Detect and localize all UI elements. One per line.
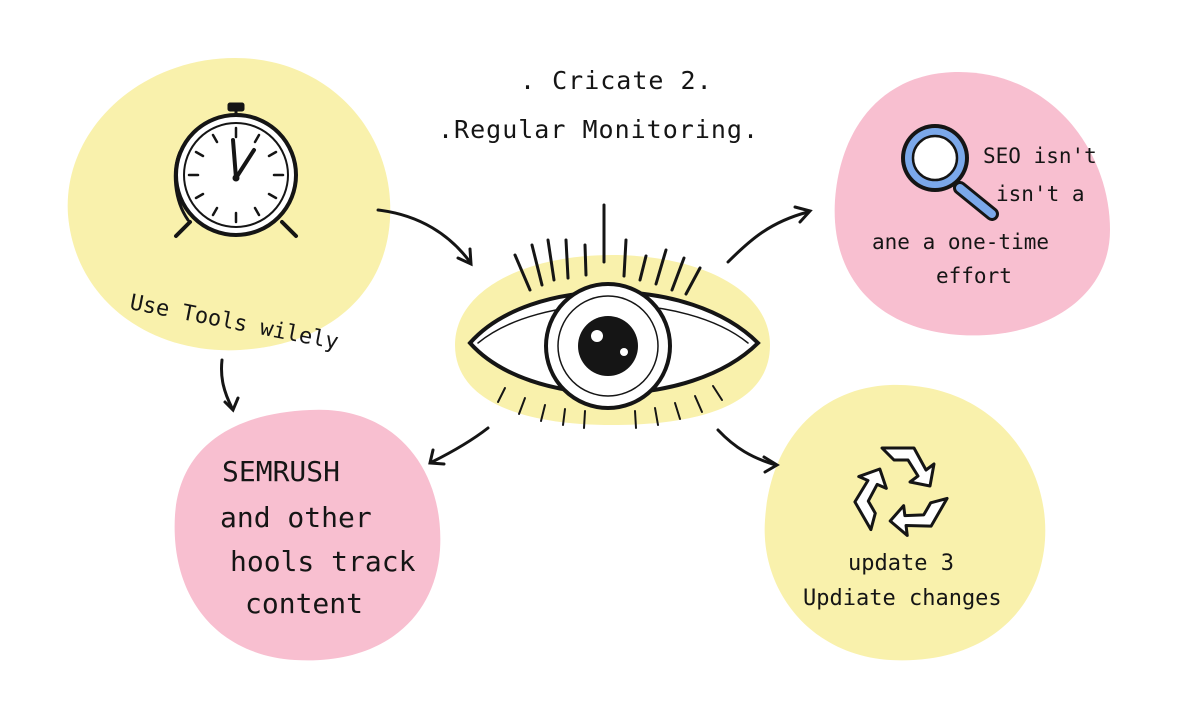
magnifier-icon [901,124,999,221]
title-line-1: . Cricate 2. [520,66,713,95]
arrow-eye-to-seo-head [793,205,813,224]
semrush-line-3: hools track [230,545,416,578]
arrows [220,205,813,474]
arrow-tools-to-semrush [220,358,234,410]
arrow-eye-to-update [716,428,778,467]
semrush-line-2: and other [220,501,372,534]
arrow-eye-to-update-head [762,455,780,474]
semrush-line-1: SEMRUSH [222,455,341,488]
title-line-2: .Regular Monitoring. [438,115,760,144]
arrow-eye-to-seo [726,210,810,264]
arrow-tools-to-eye-head [456,247,473,267]
update-line-2: Updiate changes [803,586,1002,611]
arrow-eye-to-semrush [430,426,490,464]
recycle-icon [853,446,949,537]
semrush-line-4: content [245,587,364,620]
arrow-tools-to-semrush-head [223,396,240,413]
semrush-blob [174,409,441,661]
seo-line-3: ane a one-time [872,230,1050,254]
arrow-eye-to-semrush-head [428,448,446,466]
arrow-tools-to-eye [376,208,472,264]
clock-icon [173,102,298,238]
update-line-1: update 3 [848,551,954,576]
eye-icon [467,203,761,429]
seo-line-4: effort [936,264,1012,288]
seo-line-2: isn't a [996,182,1085,206]
seo-line-1: SEO isn't [983,144,1097,168]
